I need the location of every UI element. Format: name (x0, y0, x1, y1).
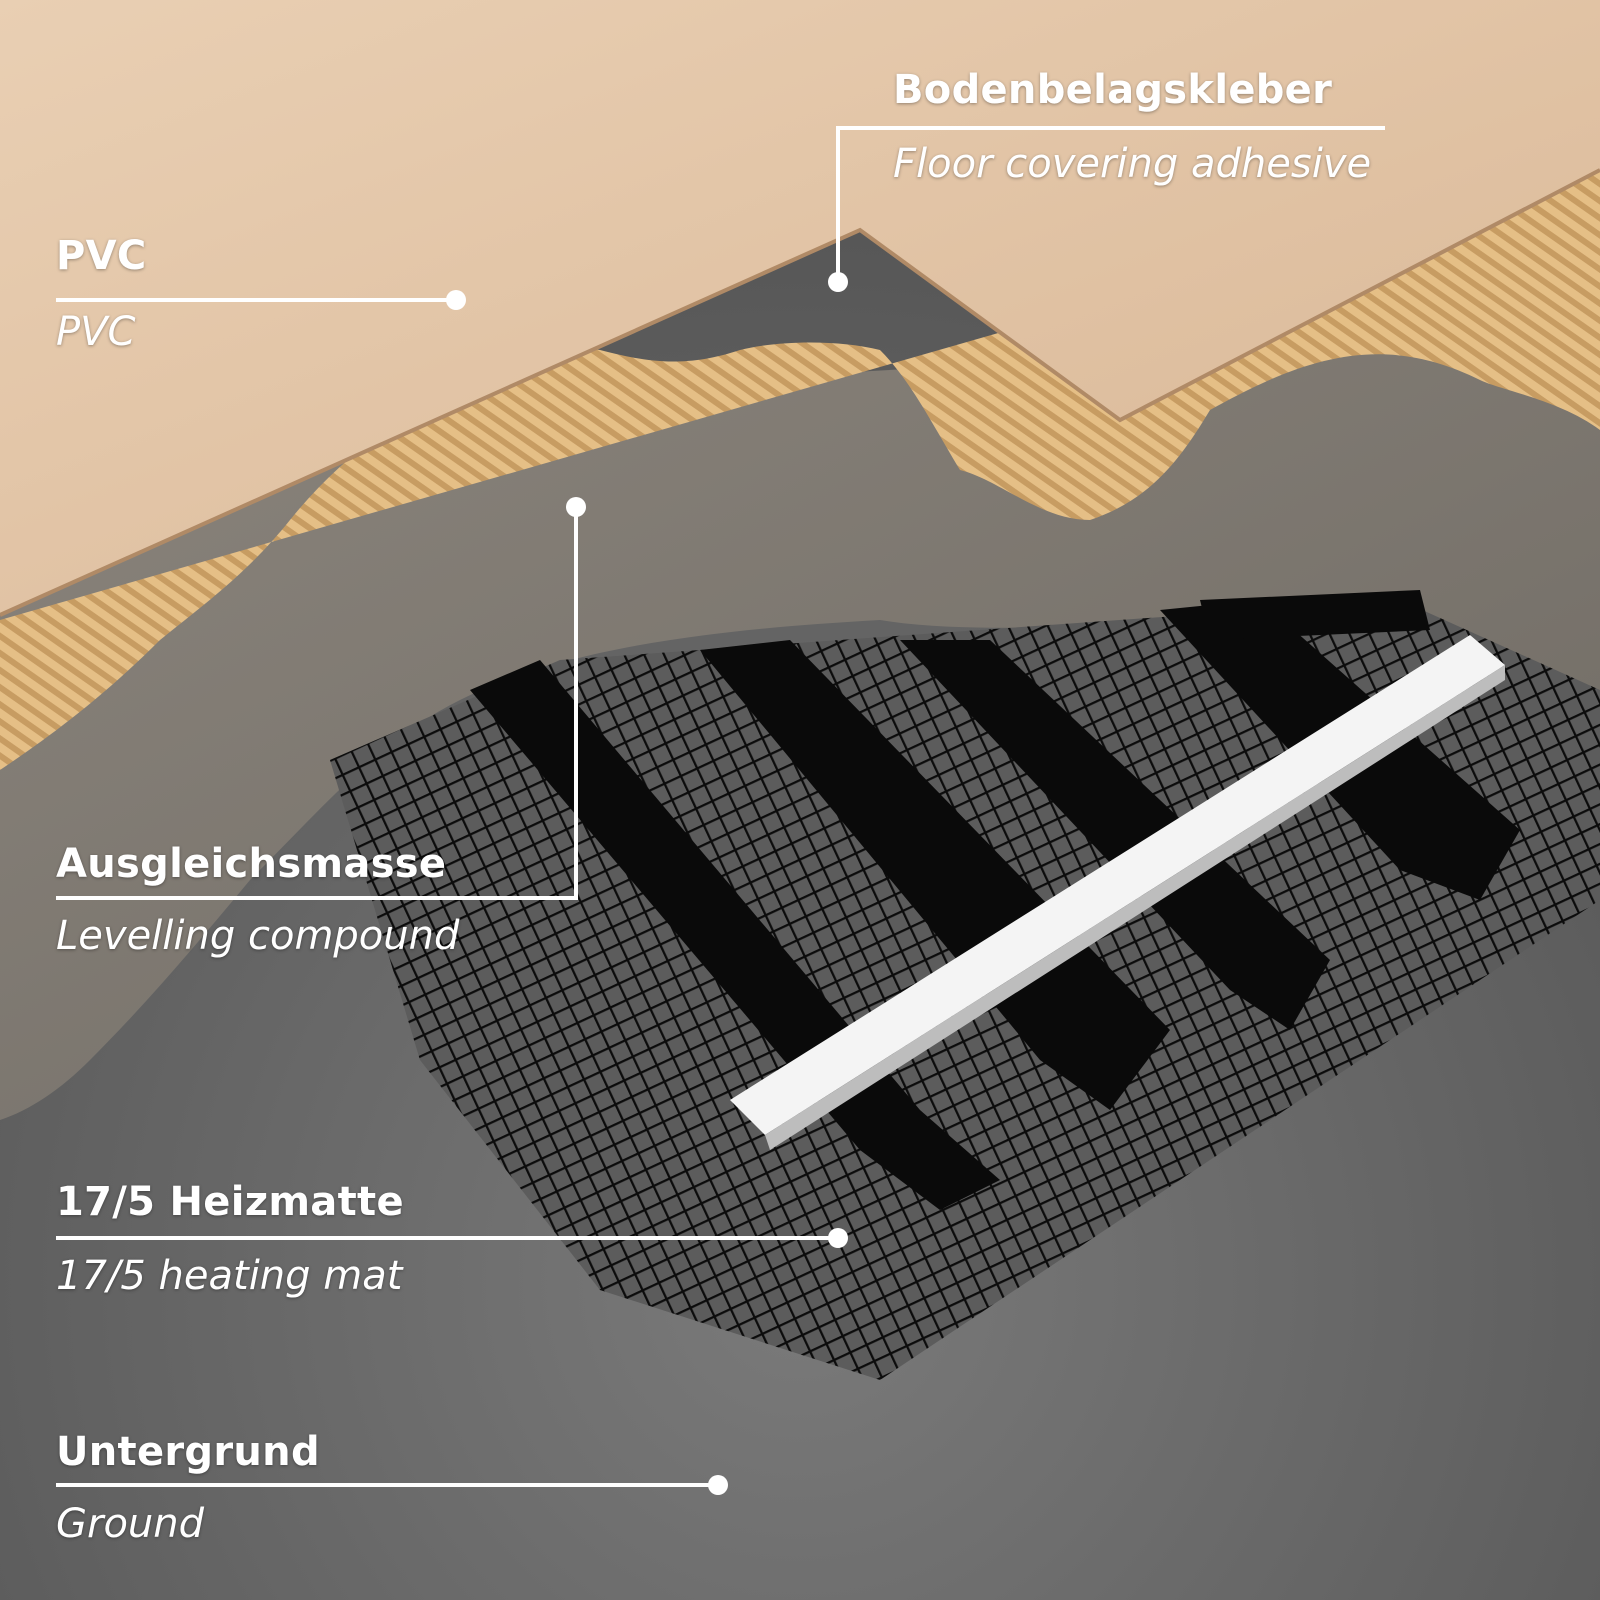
label-adhesive: Bodenbelagskleber Floor covering adhesiv… (893, 66, 1371, 188)
callout-dot-adhesive (828, 272, 848, 292)
label-ground-en: Ground (56, 1501, 205, 1547)
callout-dot-pvc (446, 290, 466, 310)
label-pvc-de: PVC (56, 233, 147, 279)
label-levelling-de: Ausgleichsmasse (56, 841, 447, 887)
heating-mat (330, 590, 1600, 1380)
label-adhesive-de: Bodenbelagskleber (893, 67, 1333, 113)
pvc-sheet-layer (0, 0, 1600, 615)
label-adhesive-en: Floor covering adhesive (893, 141, 1372, 187)
callout-dot-levelling (566, 497, 586, 517)
label-ground-de: Untergrund (56, 1429, 320, 1475)
callout-line-levelling (56, 510, 578, 900)
cold-lead-strip-shadow (765, 665, 1505, 1150)
label-ground: Untergrund Ground (56, 1428, 320, 1548)
label-pvc: PVC PVC (56, 232, 147, 356)
heating-cable-loop-top (1200, 590, 1430, 640)
levelling-compound-layer (0, 330, 1600, 1120)
callout-dot-heating-mat (828, 1228, 848, 1248)
label-pvc-en: PVC (56, 309, 136, 355)
callout-line-adhesive (836, 126, 1385, 278)
heating-cable-run-3 (900, 640, 1330, 1030)
heating-cable (470, 590, 1520, 1210)
label-heating-mat: 17/5 Heizmatte 17/5 heating mat (56, 1178, 404, 1300)
callout-lines (56, 126, 1385, 1495)
pvc-sheet-edge (0, 168, 1600, 617)
label-heating-mat-de: 17/5 Heizmatte (56, 1179, 404, 1225)
label-heating-mat-en: 17/5 heating mat (56, 1253, 403, 1299)
callout-dot-ground (708, 1475, 728, 1495)
heating-cable-run-2 (700, 640, 1170, 1110)
label-levelling-en: Levelling compound (56, 913, 460, 959)
cold-lead-strip (730, 635, 1505, 1135)
label-levelling: Ausgleichsmasse Levelling compound (56, 840, 459, 960)
